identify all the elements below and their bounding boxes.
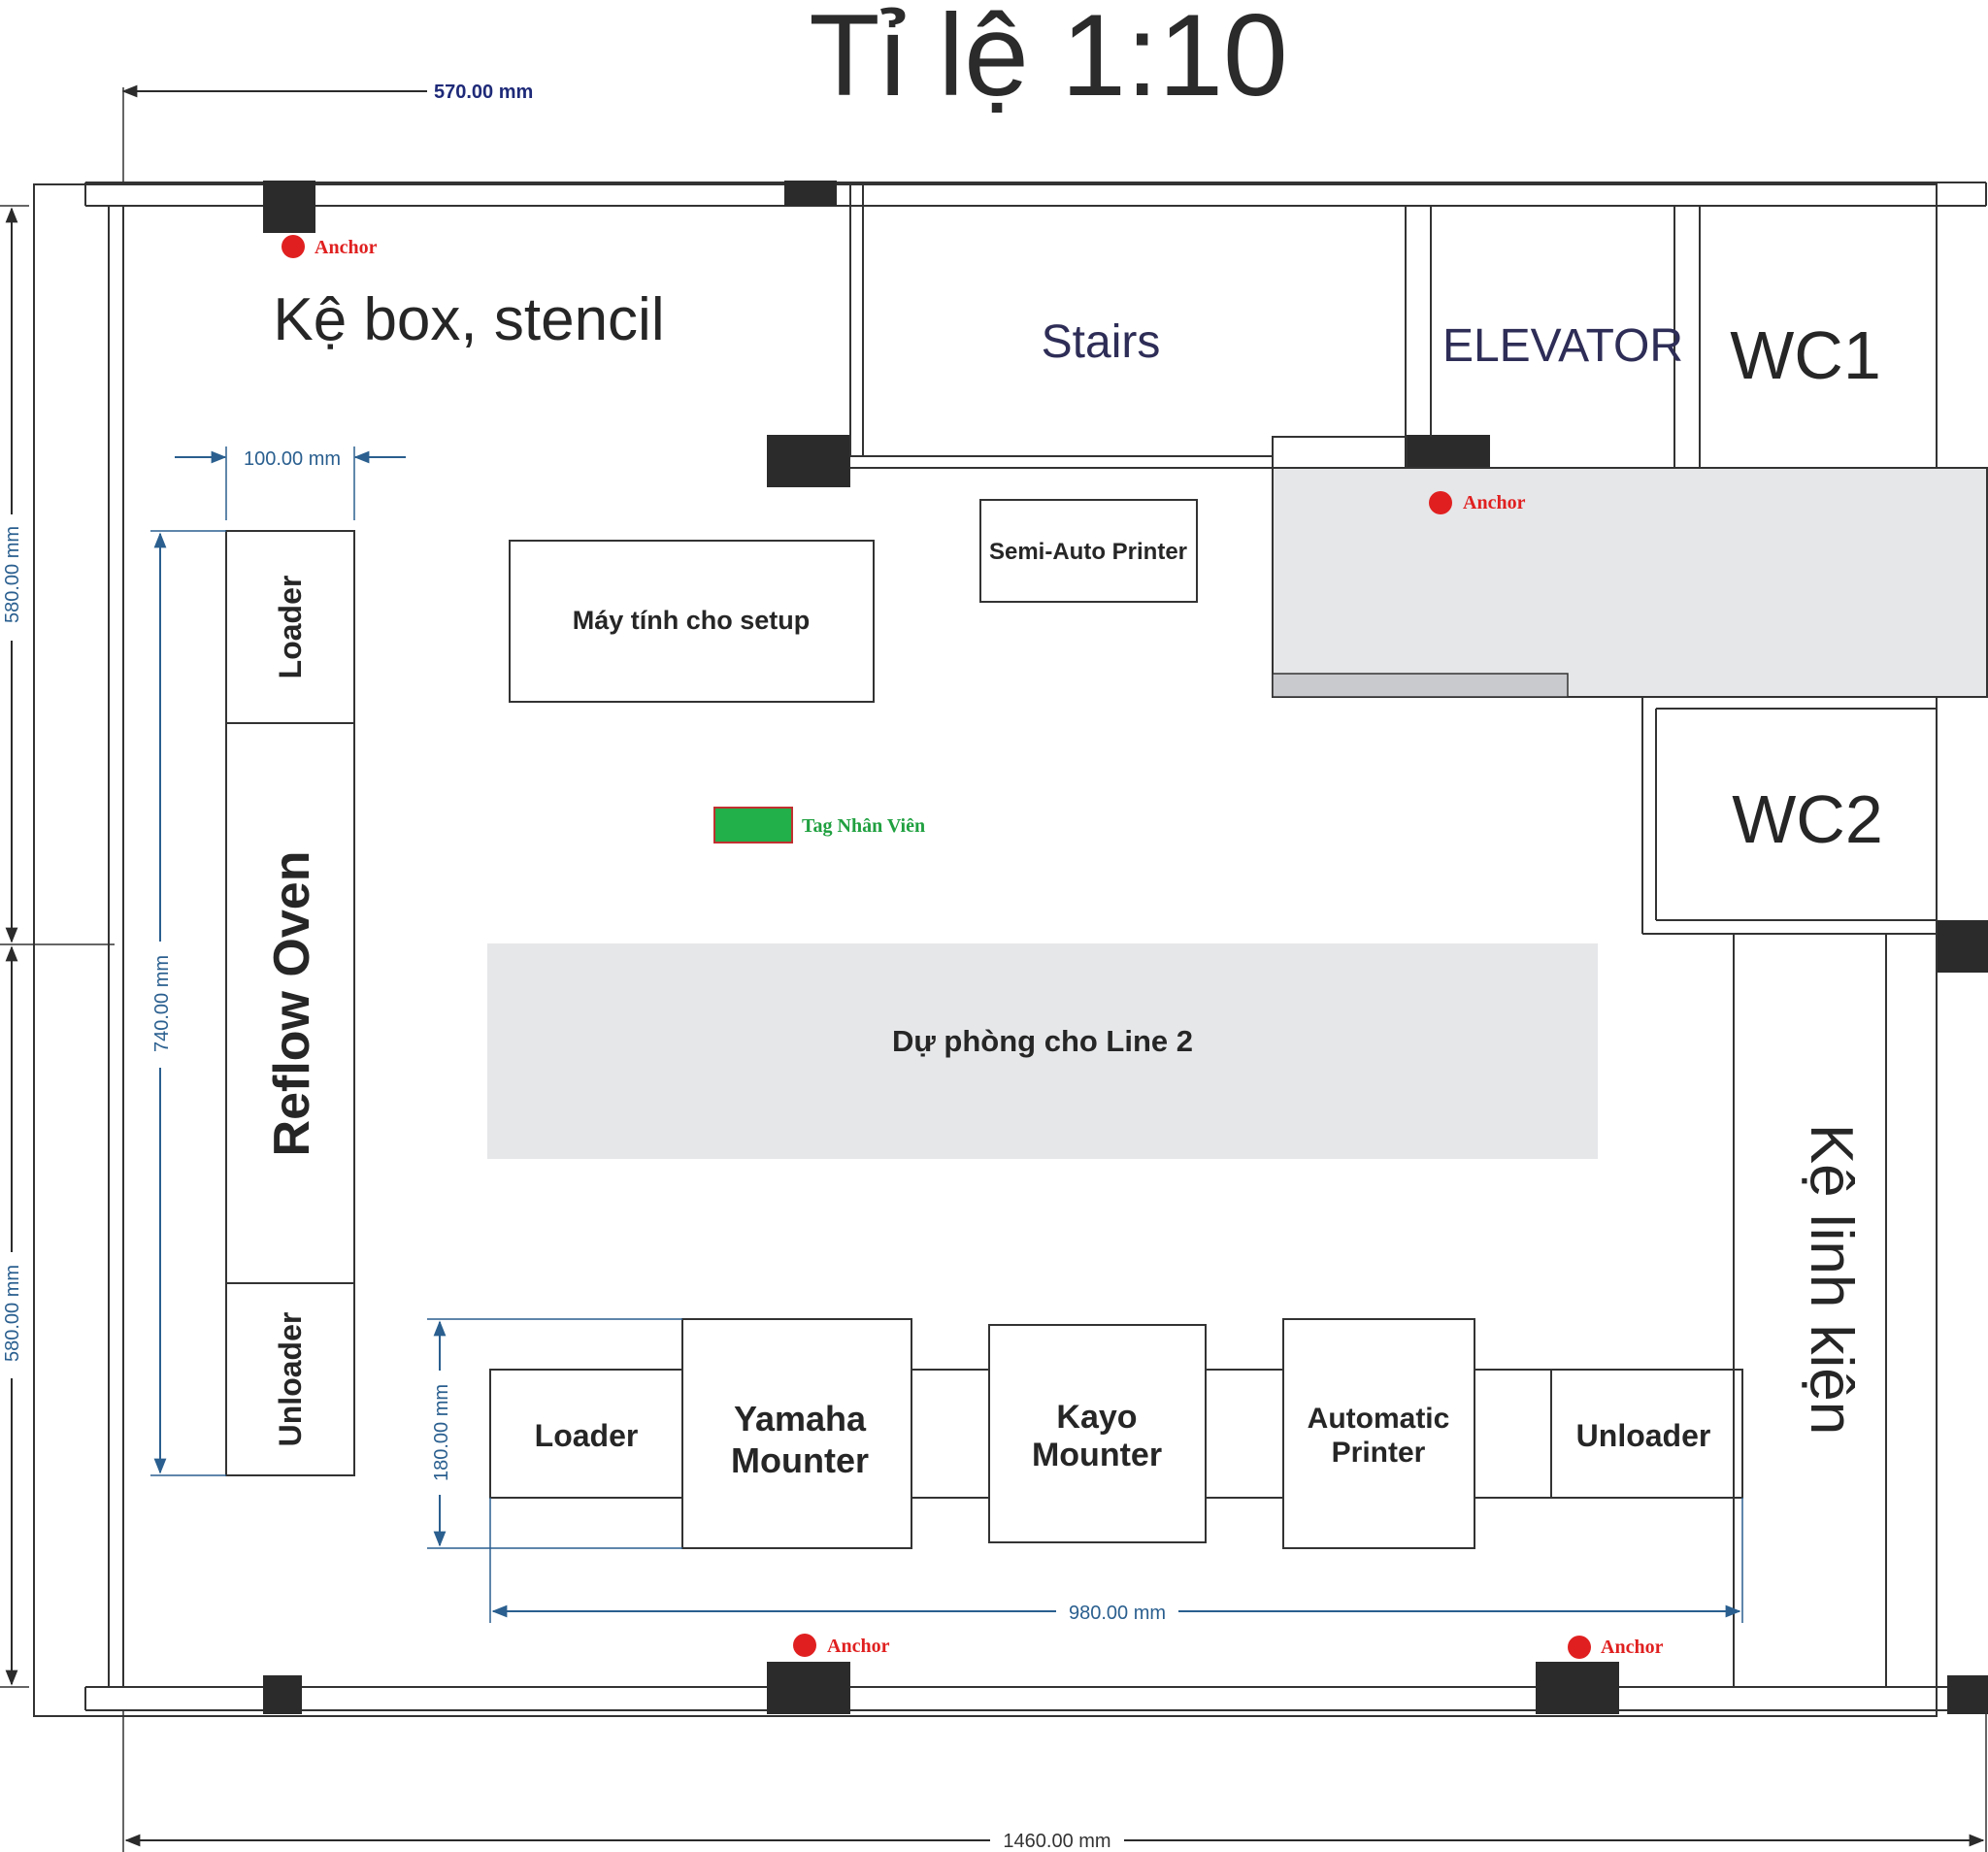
wc1-label: WC1 [1730,317,1881,393]
scale-title: Tỉ lệ 1:10 [809,0,1288,120]
anchor-elevator: Anchor [1429,491,1526,514]
left-loader-label: Loader [273,576,308,679]
kayo-label-1: Kayo [1056,1399,1137,1436]
svg-text:Anchor: Anchor [315,237,378,258]
production-line [489,1318,1743,1549]
anchor-bottom-middle: Anchor [793,1634,890,1657]
yamaha-label-1: Yamaha [734,1399,867,1439]
svg-text:570.00 mm: 570.00 mm [434,82,533,103]
line-unloader-label: Unloader [1576,1418,1711,1453]
line-loader-label: Loader [535,1418,639,1453]
svg-text:Tag Nhân Viên: Tag Nhân Viên [802,815,925,837]
svg-text:Semi-Auto Printer: Semi-Auto Printer [989,539,1187,565]
ke-box-label: Kệ box, stencil [273,286,664,353]
stairs-label: Stairs [1042,316,1161,368]
dim-line-height: 180.00 mm [427,1318,682,1549]
wc2-walls [1641,697,1937,935]
ke-linh-kien-label: Kệ linh kiện [1798,1124,1865,1436]
anchor-top-left: Anchor [282,235,378,258]
dim-total-width: 1460.00 mm [122,1710,1987,1852]
svg-text:1460.00 mm: 1460.00 mm [1003,1831,1110,1852]
auto-printer-label-2: Printer [1332,1437,1426,1469]
dim-oven-width: 100.00 mm [175,446,406,520]
svg-text:Anchor: Anchor [827,1636,890,1657]
may-tinh-box: Máy tính cho setup [509,540,875,703]
svg-text:980.00 mm: 980.00 mm [1069,1603,1166,1624]
dim-left-upper: 580.00 mm [0,205,115,945]
wc2-label: WC2 [1732,781,1883,857]
svg-text:Anchor: Anchor [1601,1637,1664,1658]
core-walls [849,182,1701,473]
outer-walls [33,182,1987,1717]
anchor-bottom-right: Anchor [1568,1636,1664,1659]
svg-text:Anchor: Anchor [1463,492,1526,513]
du-phong-area: Dự phòng cho Line 2 [487,943,1598,1159]
dim-oven-length: 740.00 mm [150,530,226,1476]
dim-line-length: 980.00 mm [489,1498,1743,1624]
reflow-oven-label: Reflow Oven [264,851,320,1157]
shaded-area [1272,467,1988,698]
svg-text:Dự phòng cho Line 2: Dự phòng cho Line 2 [892,1024,1193,1058]
svg-text:580.00 mm: 580.00 mm [2,526,23,623]
yamaha-label-2: Mounter [731,1440,869,1480]
pillars [263,181,1988,1714]
svg-text:740.00 mm: 740.00 mm [151,955,173,1052]
svg-text:180.00 mm: 180.00 mm [431,1384,452,1481]
left-unloader-label: Unloader [273,1312,308,1447]
svg-text:100.00 mm: 100.00 mm [244,448,341,470]
auto-printer-label-1: Automatic [1308,1403,1450,1435]
dim-top-width: 570.00 mm [121,82,533,184]
svg-text:Máy tính cho setup: Máy tính cho setup [573,606,811,635]
elevator-label: ELEVATOR [1442,320,1683,372]
dim-left-lower: 580.00 mm [0,945,29,1688]
staff-tag: Tag Nhân Viên [713,807,925,843]
kayo-label-2: Mounter [1032,1437,1162,1473]
reflow-oven-line [225,530,355,1476]
svg-text:580.00 mm: 580.00 mm [2,1265,23,1362]
semi-auto-printer-box: Semi-Auto Printer [979,499,1198,603]
ke-linh-kien-walls [1733,934,1887,1687]
